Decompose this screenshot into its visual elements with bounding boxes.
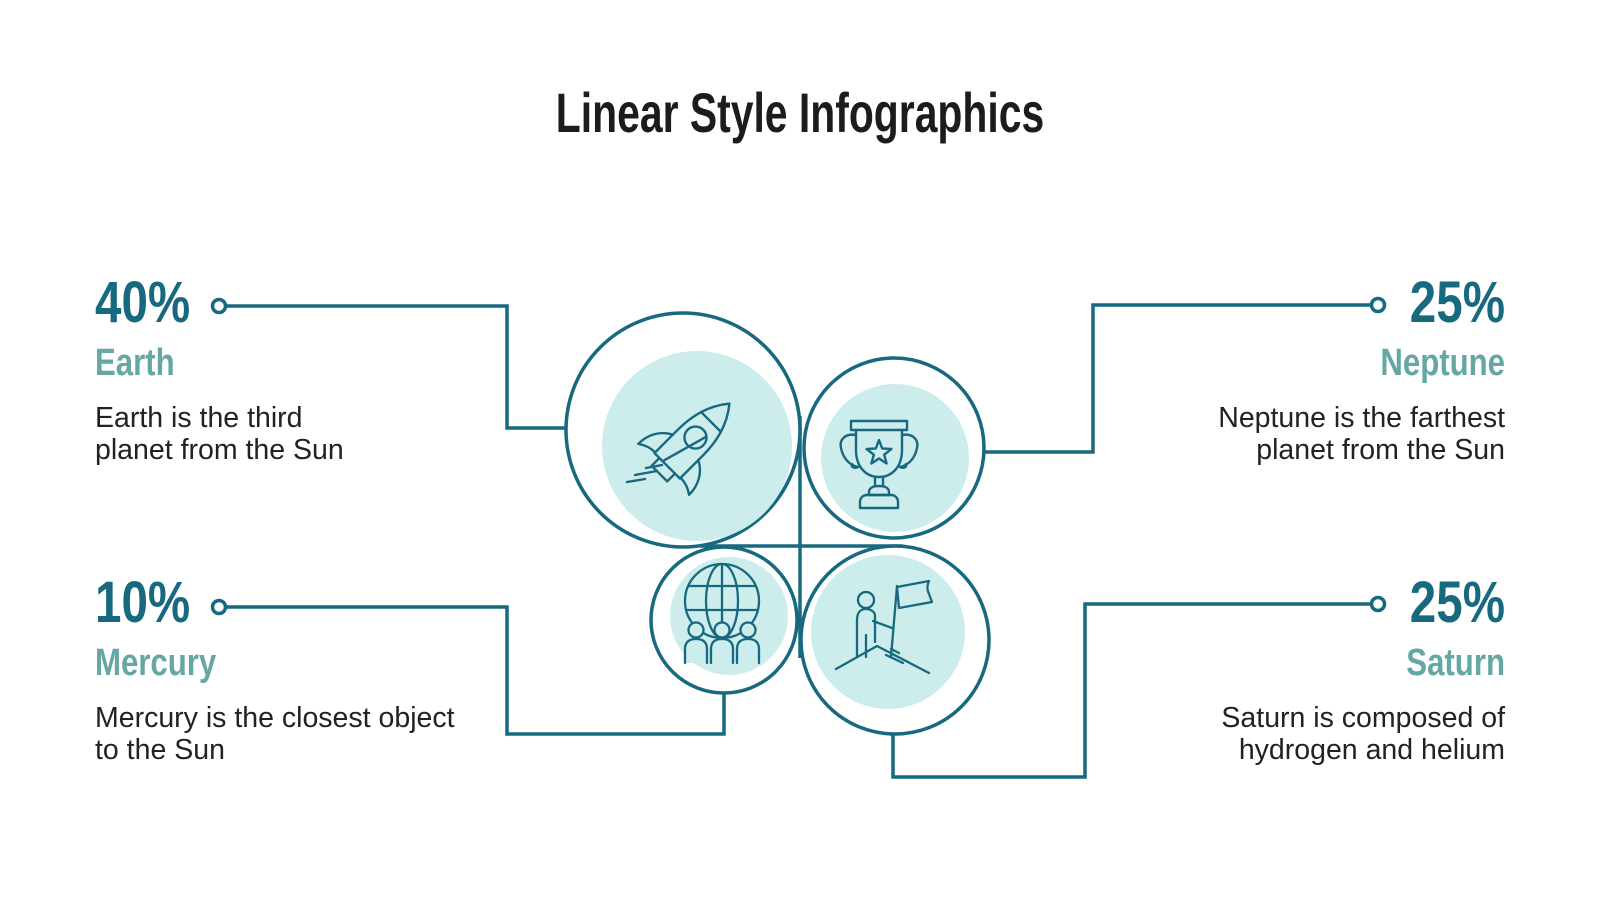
saturn-description: Saturn is composed of hydrogen and heliu… — [1025, 702, 1505, 766]
earth-desc-line-1: Earth is the third — [95, 402, 303, 434]
saturn-percent: 25% — [1409, 570, 1505, 635]
neptune-connector-line — [975, 303, 1371, 454]
neptune-desc-line-2: planet from the Sun — [1256, 433, 1505, 466]
saturn-connector-line — [891, 602, 1371, 779]
neptune-desc-line-1: Neptune is the farthest — [1218, 402, 1505, 434]
item-saturn: 25% Saturn Saturn is composed of hydroge… — [1025, 574, 1505, 766]
neptune-inner-circle — [821, 384, 969, 532]
earth-name: Earth — [95, 342, 175, 384]
connector-lines — [226, 303, 1371, 779]
neptune-percent: 25% — [1409, 270, 1505, 335]
globe-team-icon — [683, 562, 761, 665]
mercury-connector-dot — [210, 598, 228, 616]
neptune-description: Neptune is the farthest planet from the … — [1025, 402, 1505, 466]
item-mercury: 10% Mercury Mercury is the closest objec… — [95, 574, 575, 766]
mercury-desc-line-2: to the Sun — [95, 733, 225, 766]
mercury-connector-line — [226, 605, 726, 736]
mercury-description: Mercury is the closest object to the Sun — [95, 702, 575, 766]
neptune-name: Neptune — [1380, 342, 1505, 384]
item-neptune: 25% Neptune Neptune is the farthest plan… — [1025, 274, 1505, 466]
earth-percent: 40% — [95, 270, 191, 335]
page-title: Linear Style Infographics — [555, 81, 1045, 144]
rocket-icon — [625, 402, 731, 496]
trophy-icon — [839, 419, 919, 510]
mercury-name: Mercury — [95, 642, 217, 684]
connector-dots — [210, 296, 1387, 616]
mountain-flag-icon — [834, 579, 934, 675]
mercury-percent: 10% — [95, 570, 191, 635]
item-earth: 40% Earth Earth is the third planet from… — [95, 274, 575, 466]
saturn-connector-dot — [1369, 595, 1387, 613]
saturn-desc-line-2: hydrogen and helium — [1238, 733, 1505, 766]
neptune-connector-dot — [1369, 296, 1387, 314]
earth-description: Earth is the third planet from the Sun — [95, 402, 575, 466]
earth-inner-circle — [602, 351, 792, 541]
earth-connector-dot — [210, 297, 228, 315]
earth-connector-line — [226, 304, 580, 430]
earth-desc-line-2: planet from the Sun — [95, 433, 344, 466]
mercury-desc-line-1: Mercury is the closest object — [95, 702, 455, 734]
saturn-inner-circle — [811, 555, 965, 709]
saturn-desc-line-1: Saturn is composed of — [1221, 702, 1505, 734]
saturn-name: Saturn — [1406, 642, 1505, 684]
